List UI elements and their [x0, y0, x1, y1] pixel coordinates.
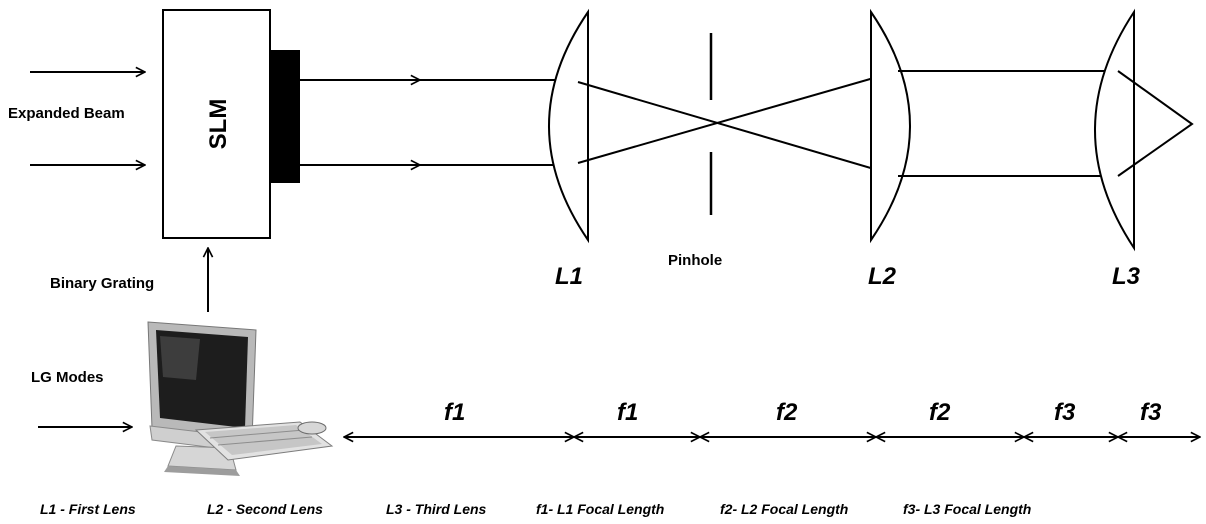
dim-f2-first-label: f2 — [776, 399, 798, 426]
slm-box — [162, 9, 271, 239]
dim-f3-first-label: f3 — [1054, 399, 1076, 426]
legend-item-l3: L3 - Third Lens — [386, 501, 487, 517]
legend-item-f3: f3- L3 Focal Length — [903, 501, 1031, 517]
dim-f1-first-label: f1 — [444, 399, 465, 426]
lens-l3 — [1094, 8, 1135, 252]
slm-panel — [270, 50, 300, 183]
legend-item-l2: L2 - Second Lens — [207, 501, 323, 517]
lens-l3-label: L3 — [1112, 263, 1141, 290]
beam-cross-up — [577, 71, 898, 164]
focused-beam — [1117, 70, 1194, 177]
legend-item-l1: L1 - First Lens — [40, 501, 136, 517]
lens-l1-label: L1 — [555, 263, 583, 290]
dim-f1-second-label: f1 — [617, 399, 638, 426]
legend-item-f1: f1- L1 Focal Length — [536, 501, 664, 517]
computer-icon — [147, 321, 334, 476]
expanded-beam-label: Expanded Beam — [8, 105, 125, 122]
beam-cross-down — [577, 81, 898, 176]
lens-l2-label: L2 — [868, 263, 897, 290]
lens-l1 — [548, 8, 589, 244]
dim-f2-second-label: f2 — [929, 399, 951, 426]
pinhole-label: Pinhole — [668, 252, 722, 269]
lens-l2 — [870, 8, 911, 244]
binary-grating-label: Binary Grating — [50, 275, 154, 292]
dim-f3-second-label: f3 — [1140, 399, 1162, 426]
lg-modes-label: LG Modes — [31, 369, 104, 386]
legend-item-f2: f2- L2 Focal Length — [720, 501, 848, 517]
slm-label: SLM — [205, 99, 232, 150]
